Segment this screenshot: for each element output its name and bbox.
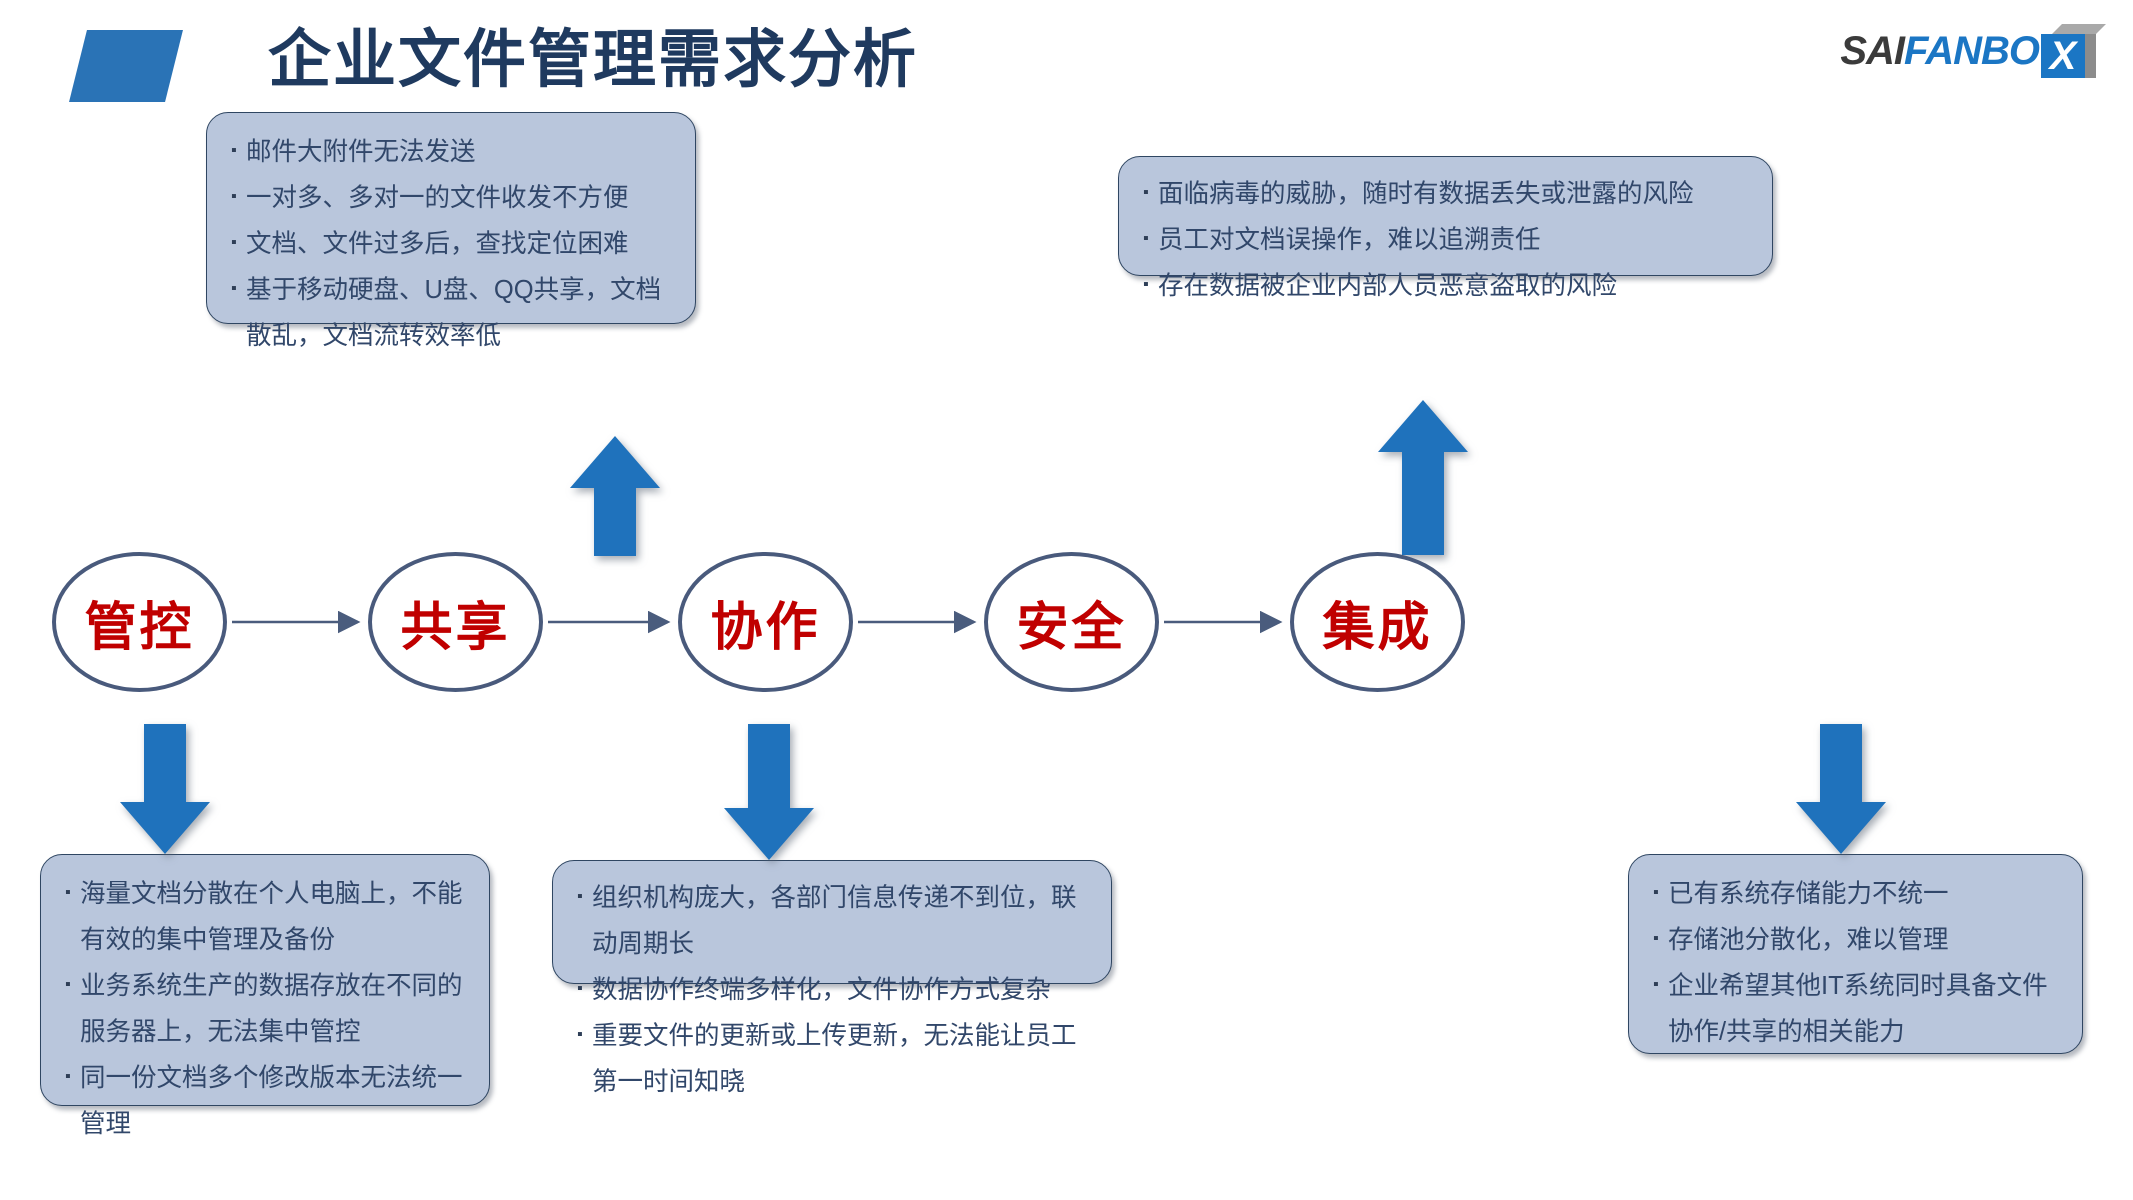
up-arrow-to-share-box xyxy=(570,436,660,556)
list-item: 企业希望其他IT系统同时具备文件协作/共享的相关能力 xyxy=(1653,962,2060,1055)
list-item: 一对多、多对一的文件收发不方便 xyxy=(231,174,673,221)
down-arrow-to-control-box xyxy=(120,724,210,854)
list-item: 重要文件的更新或上传更新，无法能让员工第一时间知晓 xyxy=(577,1012,1089,1105)
info-box-share: 邮件大附件无法发送 一对多、多对一的文件收发不方便 文档、文件过多后，查找定位困… xyxy=(206,112,696,350)
node-collaboration[interactable]: 协作 xyxy=(678,552,853,692)
list-item: 存储池分散化，难以管理 xyxy=(1653,916,2060,963)
node-security[interactable]: 安全 xyxy=(984,552,1159,692)
logo-text-x: X xyxy=(2049,34,2077,78)
list-item: 员工对文档误操作，难以追溯责任 xyxy=(1143,216,1750,263)
down-arrow-to-integration-box xyxy=(1796,724,1886,854)
node-control[interactable]: 管控 xyxy=(52,552,227,692)
up-arrow-to-security-box xyxy=(1378,400,1468,555)
list-item: 存在数据被企业内部人员恶意盗取的风险 xyxy=(1143,262,1750,309)
info-box-security: 面临病毒的威胁，随时有数据丢失或泄露的风险 员工对文档误操作，难以追溯责任 存在… xyxy=(1118,156,1773,308)
info-box-collaboration: 组织机构庞大，各部门信息传递不到位，联动周期长 数据协作终端多样化，文件协作方式… xyxy=(552,860,1112,1096)
list-item: 海量文档分散在个人电脑上，不能有效的集中管理及备份 xyxy=(65,870,467,963)
list-item: 邮件大附件无法发送 xyxy=(231,128,673,175)
title-accent-shape xyxy=(69,30,183,102)
list-item: 已有系统存储能力不统一 xyxy=(1653,870,2060,917)
list-item: 面临病毒的威胁，随时有数据丢失或泄露的风险 xyxy=(1143,170,1750,217)
list-item: 业务系统生产的数据存放在不同的服务器上，无法集中管控 xyxy=(65,962,467,1055)
list-item: 数据协作终端多样化，文件协作方式复杂 xyxy=(577,966,1089,1013)
list-item: 文档、文件过多后，查找定位困难 xyxy=(231,220,673,267)
logo-text-fanbo: FANBO xyxy=(1904,29,2040,73)
logo-text-sai: SAI xyxy=(1840,29,1905,73)
down-arrow-to-collaboration-box xyxy=(724,724,814,860)
list-item: 基于移动硬盘、U盘、QQ共享，文档散乱，文档流转效率低 xyxy=(231,266,673,359)
info-box-control: 海量文档分散在个人电脑上，不能有效的集中管理及备份 业务系统生产的数据存放在不同… xyxy=(40,854,490,1138)
list-item: 组织机构庞大，各部门信息传递不到位，联动周期长 xyxy=(577,874,1089,967)
logo-cube-icon: X xyxy=(2041,24,2106,78)
node-share[interactable]: 共享 xyxy=(368,552,543,692)
info-box-integration: 已有系统存储能力不统一 存储池分散化，难以管理 企业希望其他IT系统同时具备文件… xyxy=(1628,854,2083,1054)
list-item: 同一份文档多个修改版本无法统一管理 xyxy=(65,1054,467,1147)
page-title: 企业文件管理需求分析 xyxy=(268,25,918,95)
node-integration[interactable]: 集成 xyxy=(1290,552,1465,692)
